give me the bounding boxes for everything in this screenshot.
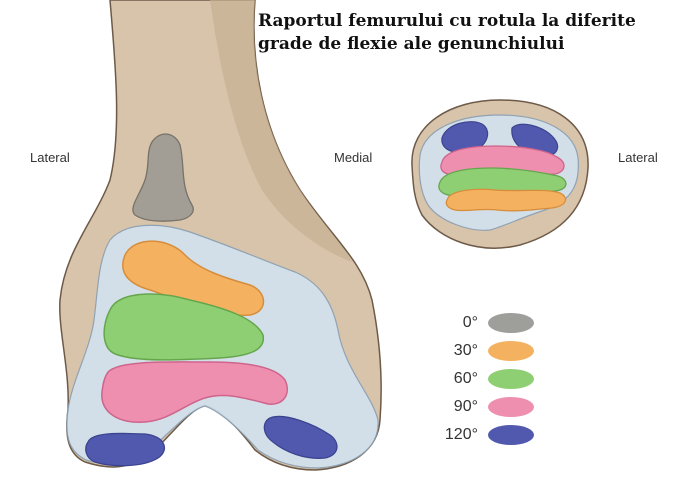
zone-30-patella xyxy=(445,188,567,212)
legend-swatch xyxy=(488,397,534,417)
zone-120-patella-left xyxy=(441,121,489,154)
legend-swatch xyxy=(488,425,534,445)
legend-label: 90° xyxy=(453,398,478,415)
zone-60-femur xyxy=(103,293,264,361)
legend-label: 120° xyxy=(444,426,478,443)
zone-90-femur xyxy=(101,361,289,423)
legend-swatch xyxy=(488,341,534,361)
legend-item-30: 30° xyxy=(432,341,534,361)
title-line-2: grade de flexie ale genunchiului xyxy=(258,34,565,54)
legend-item-60: 60° xyxy=(432,369,534,389)
zone-30-femur xyxy=(122,240,265,317)
zone-0-femur xyxy=(132,133,194,222)
zone-120-femur-medial xyxy=(263,415,338,459)
femur-lateral-label: Lateral xyxy=(30,150,70,165)
title-line-1: Raportul femurului cu rotula la diferite xyxy=(258,11,636,31)
diagram-title: Raportul femurului cu rotula la diferite… xyxy=(258,10,668,56)
zone-120-femur-lateral xyxy=(85,432,166,467)
legend-label: 30° xyxy=(453,342,478,359)
legend-item-120: 120° xyxy=(432,425,534,445)
legend-item-0: 0° xyxy=(432,313,534,333)
patella-lateral-label: Lateral xyxy=(618,150,658,165)
legend-item-90: 90° xyxy=(432,397,534,417)
legend-swatch xyxy=(488,313,534,333)
femur-shaft-shadow xyxy=(210,0,352,262)
legend-label: 0° xyxy=(462,314,478,331)
legend-label: 60° xyxy=(453,370,478,387)
legend-swatch xyxy=(488,369,534,389)
femur-medial-label: Medial xyxy=(334,150,373,165)
